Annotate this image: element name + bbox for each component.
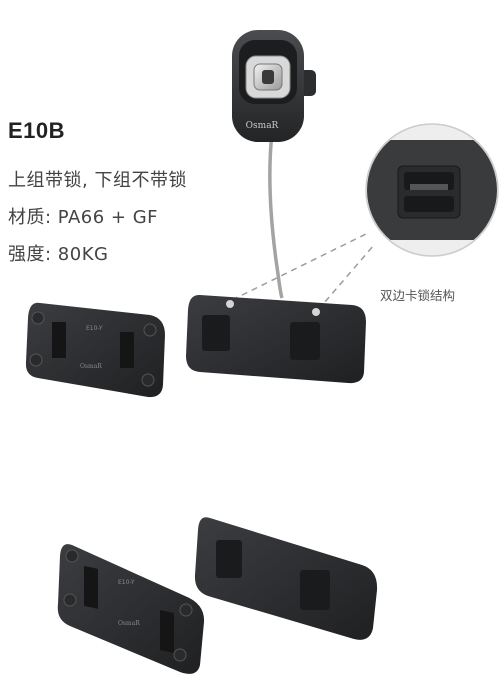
plate-code-upper: E10-Y: [86, 325, 103, 332]
spec-material: 材质: PA66 + GF: [8, 207, 159, 228]
spec-lock-config: 上组带锁, 下组不带锁: [8, 170, 187, 191]
lock-block-upper: [186, 294, 366, 384]
model-title: E10B: [8, 118, 66, 143]
spec-strength: 强度: 80KG: [8, 244, 109, 265]
key-fob: OsmaR: [232, 30, 316, 299]
callout-lines: [231, 231, 375, 311]
base-plate-lower: E10-Y OsmaR: [57, 544, 205, 674]
zoom-detail: [365, 123, 499, 257]
fob-logo: OsmaR: [246, 121, 279, 131]
plate-logo-lower: OsmaR: [118, 620, 140, 627]
plate-logo-upper: OsmaR: [80, 363, 102, 370]
cable: [268, 132, 284, 299]
lock-block-lower: [194, 517, 378, 640]
callout-label: 双边卡锁结构: [380, 288, 456, 303]
base-plate-upper: E10-Y OsmaR: [25, 302, 165, 398]
plate-code-lower: E10-Y: [118, 579, 135, 586]
